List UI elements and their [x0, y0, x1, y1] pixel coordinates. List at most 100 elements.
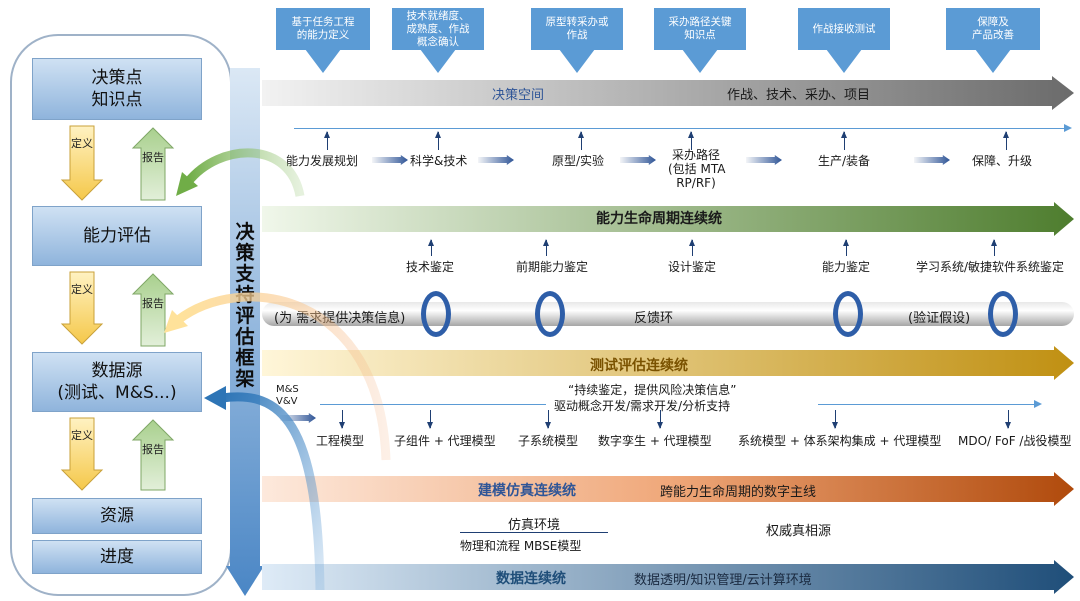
- up-arrow-4: [688, 131, 694, 150]
- model-line-arrowhead: [1034, 400, 1042, 408]
- left-arrows: [60, 125, 175, 491]
- model-down-2: [427, 410, 433, 429]
- top-arrow-3: [559, 49, 595, 73]
- capability-eval-label: 能力评估: [83, 226, 151, 246]
- assessment-3: 设计鉴定: [668, 260, 717, 274]
- env-sim: 仿真环境: [508, 518, 561, 533]
- define-label-3: 定义: [71, 429, 93, 442]
- define-label-2: 定义: [71, 283, 93, 296]
- feedback-right: (验证假设): [908, 311, 971, 326]
- schedule-box: 进度: [32, 540, 202, 574]
- decision-point-box: 决策点知识点: [32, 58, 202, 120]
- data-sub: 数据透明/知识管理/云计算环境: [634, 573, 812, 588]
- define-arrow-2: [60, 271, 104, 345]
- env-truth: 权威真相源: [766, 524, 832, 539]
- timeline-line: [294, 128, 1070, 129]
- feedback-ring-2: [535, 291, 565, 337]
- top-arrow-6: [975, 49, 1011, 73]
- up-arrow-3: [578, 131, 584, 150]
- stage-chevron-5: [914, 155, 950, 165]
- report-label-1: 报告: [142, 151, 164, 164]
- model-down-1: [339, 410, 345, 429]
- framework-title: 决策支持评估框架: [235, 221, 255, 390]
- model-4: 数字孪生 + 代理模型: [598, 434, 712, 448]
- model-1: 工程模型: [316, 434, 365, 448]
- stage-6: 保障、升级: [972, 154, 1033, 168]
- model-down-5: [832, 410, 838, 429]
- data-source-line1: 数据源: [91, 361, 143, 381]
- feedback-ring-4: [988, 291, 1018, 337]
- top-arrow-5: [826, 49, 862, 73]
- up-arrow-6: [1003, 131, 1009, 150]
- framework-bar: [226, 68, 264, 596]
- te-quote: “持续鉴定，提供风险决策信息”: [568, 383, 737, 397]
- top-arrow-4: [682, 49, 718, 73]
- top-arrow-2: [420, 49, 456, 73]
- assess-up-3: [689, 239, 695, 256]
- decision-space-items: 作战、技术、采办、项目: [727, 88, 871, 103]
- top-label-4: 采办路径关键知识点: [654, 8, 746, 50]
- define-label-1: 定义: [71, 137, 93, 150]
- assess-up-5: [991, 239, 997, 256]
- top-label-3: 原型转采办或作战: [531, 8, 623, 50]
- model-line-right: [818, 404, 1036, 405]
- feedback-ring-3: [833, 291, 863, 337]
- data-bar: [262, 560, 1074, 594]
- up-arrow-2: [435, 131, 441, 150]
- curve-arrow-yellow: [175, 292, 391, 461]
- curve-arrowhead-blue: [204, 386, 226, 410]
- top-arrow-1: [305, 49, 341, 73]
- define-arrow-1: [60, 125, 104, 201]
- top-label-2: 技术就绪度、成熟度、作战概念确认: [392, 8, 484, 50]
- model-down-6: [1005, 410, 1011, 429]
- model-2: 子组件 + 代理模型: [394, 434, 496, 448]
- top-label-1: 基于任务工程的能力定义: [276, 8, 370, 50]
- up-arrow-5: [841, 131, 847, 150]
- modeling-label: 建模仿真连续统: [478, 483, 576, 499]
- curve-arrowhead-yellow: [164, 310, 188, 333]
- ms-vv-chevron: [280, 413, 316, 423]
- decision-space-label: 决策空间: [492, 88, 545, 103]
- curve-arrow-blue: [221, 392, 325, 591]
- decision-space-bar: [262, 76, 1074, 110]
- assessment-1: 技术鉴定: [406, 260, 455, 274]
- feedback-ring-1: [421, 291, 451, 337]
- report-label-3: 报告: [142, 443, 164, 456]
- lifecycle-bar: [262, 202, 1074, 236]
- assessment-5: 学习系统/敏捷软件系统鉴定: [916, 260, 1065, 274]
- capability-eval-box: 能力评估: [32, 206, 202, 266]
- model-down-4: [657, 410, 663, 429]
- env-divider: [460, 532, 608, 533]
- env-mbse: 物理和流程 MBSE模型: [460, 539, 582, 553]
- assessment-2: 前期能力鉴定: [516, 260, 589, 274]
- top-label-5: 作战接收测试: [798, 8, 890, 50]
- te-bar: [262, 346, 1074, 380]
- schedule-label: 进度: [100, 547, 134, 567]
- te-sub: 驱动概念开发/需求开发/分析支持: [554, 399, 731, 413]
- curve-arrow-green: [184, 148, 305, 198]
- stage-1: 能力发展规划: [286, 154, 359, 168]
- assess-up-4: [843, 239, 849, 256]
- up-arrow-1: [324, 131, 330, 150]
- report-arrow-1: [131, 127, 175, 201]
- assessment-4: 能力鉴定: [822, 260, 871, 274]
- stage-chevron-3: [620, 155, 656, 165]
- data-label: 数据连续统: [496, 571, 566, 587]
- data-source-box: 数据源(测试、M&S...): [32, 352, 202, 412]
- assess-up-1: [428, 239, 434, 256]
- stage-chevron-1: [372, 155, 408, 165]
- lifecycle-label: 能力生命周期连续统: [596, 211, 722, 227]
- curve-arrowhead-green: [176, 172, 198, 196]
- stage-5: 生产/装备: [818, 154, 871, 168]
- stage-chevron-2: [478, 155, 514, 165]
- resource-box: 资源: [32, 498, 202, 534]
- modeling-thread: 跨能力生命周期的数字主线: [660, 485, 817, 500]
- define-arrow-3: [60, 417, 104, 491]
- feedback-pipe: [262, 302, 1074, 326]
- model-6: MDO/ FoF /战役模型: [958, 434, 1072, 448]
- te-label: 测试评估连续统: [590, 358, 688, 374]
- report-arrow-3: [131, 419, 175, 491]
- model-3: 子系统模型: [518, 434, 579, 448]
